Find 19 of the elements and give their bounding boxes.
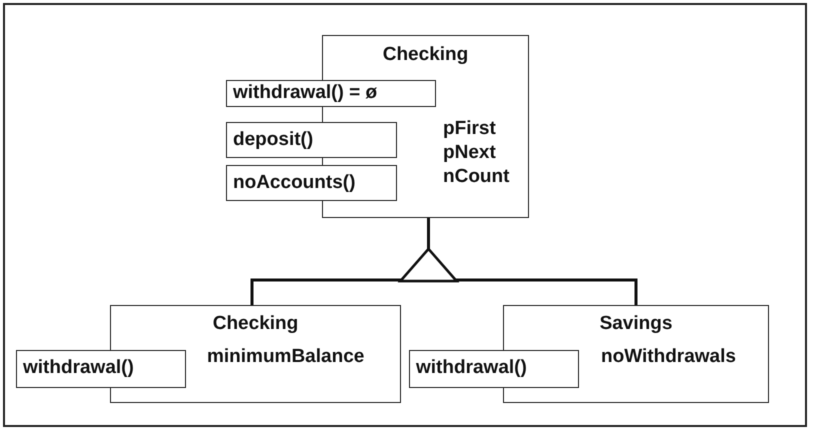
attribute-name: noWithdrawals: [601, 346, 736, 368]
inheritance-connector: [399, 218, 638, 305]
class-name: Savings: [598, 313, 674, 335]
attribute-name: minimumBalance: [207, 346, 364, 368]
method-name: withdrawal() = ø: [233, 82, 378, 104]
attribute-name: pFirst: [443, 118, 496, 140]
method-box: [16, 350, 186, 388]
method-name: withdrawal(): [23, 357, 134, 379]
method-box: [226, 122, 397, 158]
method-name: withdrawal(): [416, 357, 527, 379]
method-name: noAccounts(): [233, 172, 356, 194]
method-box: [226, 80, 436, 107]
class-name: Checking: [212, 313, 300, 335]
method-name: deposit(): [233, 129, 314, 151]
attribute-name: nCount: [443, 166, 510, 188]
method-box: [226, 165, 397, 201]
method-box: [409, 350, 579, 388]
attribute-name: pNext: [443, 142, 496, 164]
class-name: Checking: [382, 44, 470, 66]
